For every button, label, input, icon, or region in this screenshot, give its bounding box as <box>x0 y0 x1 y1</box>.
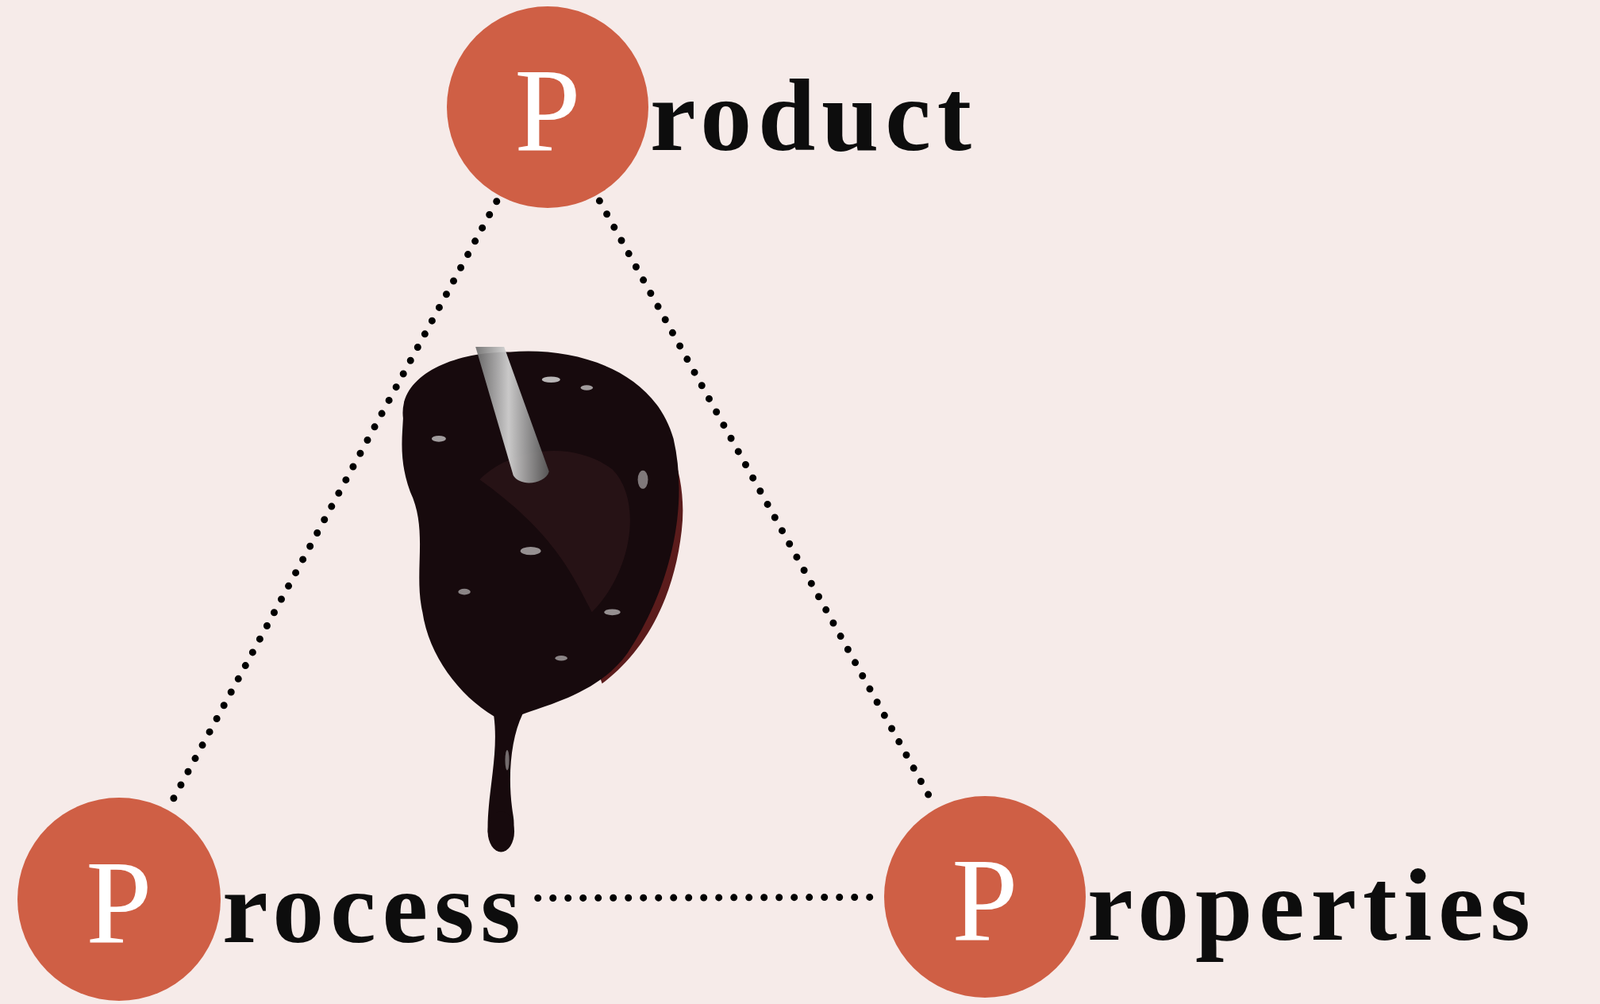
word-rest: rocess <box>222 855 527 959</box>
term-circle: Process <box>17 797 221 1001</box>
initial-letter: P <box>514 50 581 170</box>
dotted-connector <box>538 896 878 898</box>
dotted-connector <box>170 201 497 805</box>
goo-blob <box>401 351 679 848</box>
dotted-connector <box>599 200 933 804</box>
word-rest: roperties <box>1087 853 1537 957</box>
term-circle: Properties <box>884 796 1086 998</box>
goo-highlights <box>431 376 649 770</box>
initial-letter: P <box>951 840 1018 960</box>
goo-fold <box>479 450 631 612</box>
word-rest: roduct <box>650 63 978 167</box>
glass-rod <box>475 346 550 483</box>
initial-letter: P <box>85 842 152 962</box>
goo-drop <box>488 811 515 852</box>
term-circle: Product <box>446 6 649 208</box>
